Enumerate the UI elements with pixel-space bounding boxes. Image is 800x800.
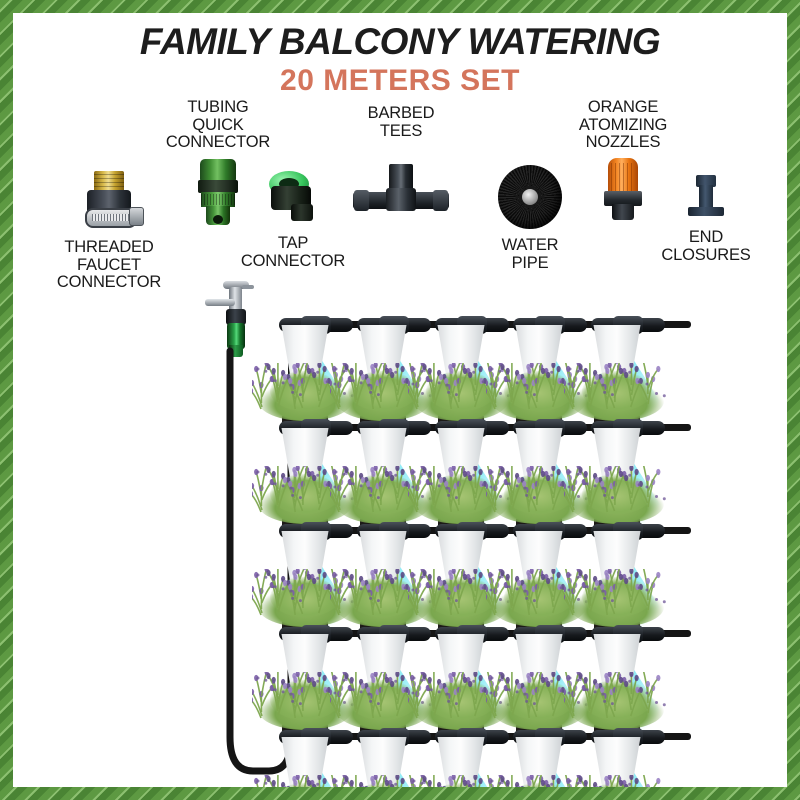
tubing-quick-connector-icon: [198, 158, 238, 225]
part-tubing-quick-connector: TUBING QUICK CONNECTOR: [143, 98, 293, 225]
lavender-plant: [564, 466, 670, 528]
end-closure-icon: [686, 175, 726, 221]
lavender-plant: [408, 672, 514, 734]
part-end-closures: END CLOSURES: [641, 175, 771, 264]
lavender-plant: [564, 363, 670, 425]
part-label-line: TUBING: [187, 98, 249, 116]
part-label-line: NOZZLES: [585, 133, 661, 151]
part-label-line: TAP: [277, 234, 309, 252]
lavender-plant: [330, 363, 436, 425]
part-label-line: THREADED: [64, 238, 154, 256]
plant-pot: [593, 325, 641, 377]
page-subtitle: 20 METERS SET: [280, 64, 520, 97]
plant-pot: [359, 531, 407, 583]
part-label-line: BARBED: [367, 104, 435, 122]
end-closure: [687, 725, 713, 747]
plant-pot: [437, 428, 485, 480]
part-label-line: CONNECTOR: [56, 273, 162, 291]
irrigation-diagram: [13, 281, 787, 787]
tap-connector-icon: [267, 171, 319, 227]
part-orange-atomizing-nozzles: ORANGE ATOMIZING NOZZLES: [548, 98, 698, 220]
lavender-plant: [486, 363, 592, 425]
part-threaded-faucet-connector: THREADED FAUCET CONNECTOR: [35, 171, 183, 292]
barbed-tee-icon: [353, 164, 449, 218]
end-closure: [687, 416, 713, 438]
plant-pot: [593, 634, 641, 686]
lavender-plant: [564, 672, 670, 734]
water-pipe-coil-icon: [498, 165, 562, 229]
lavender-plant: [330, 672, 436, 734]
poster-canvas: FAMILY BALCONY WATERING 20 METERS SET TH…: [13, 13, 787, 787]
part-label-line: ORANGE: [587, 98, 659, 116]
part-label-line: CLOSURES: [661, 245, 751, 264]
plant-pot: [281, 634, 329, 686]
part-label-line: FAUCET: [77, 255, 141, 274]
plant-pot: [281, 325, 329, 377]
part-label-line: CONNECTOR: [165, 133, 271, 151]
lavender-plant: [408, 775, 514, 787]
plant-pot: [281, 531, 329, 583]
plant-pot: [515, 531, 563, 583]
plant-pot: [515, 428, 563, 480]
end-closure: [687, 622, 713, 644]
part-label-line: END: [688, 228, 724, 246]
end-closure: [687, 519, 713, 541]
plant-pot: [281, 428, 329, 480]
plant-pot: [359, 634, 407, 686]
tap-connector-inline: [227, 323, 245, 349]
plant-pot: [593, 531, 641, 583]
plant-pot: [515, 634, 563, 686]
atomizing-nozzle-icon: [604, 157, 642, 220]
plant-pot: [437, 325, 485, 377]
plant-pot: [437, 634, 485, 686]
threaded-faucet-connector-icon: [77, 171, 144, 233]
part-label-line: QUICK: [192, 115, 244, 134]
threaded-faucet-connector-inline: [226, 309, 246, 325]
lavender-plant: [330, 775, 436, 787]
plant-pot: [359, 325, 407, 377]
plant-pot: [593, 428, 641, 480]
part-water-pipe: WATER PIPE: [465, 165, 595, 272]
part-label-line: CONNECTOR: [240, 251, 346, 270]
plant-pot: [515, 325, 563, 377]
part-label-line: TEES: [379, 121, 423, 140]
plant-pot: [359, 428, 407, 480]
part-label-line: WATER: [501, 236, 559, 254]
lavender-plant: [252, 775, 358, 787]
plant-pot: [437, 531, 485, 583]
part-label-line: PIPE: [511, 253, 549, 272]
part-label-line: ATOMIZING: [578, 115, 668, 134]
page-title: FAMILY BALCONY WATERING: [139, 21, 661, 62]
end-closure: [687, 313, 713, 335]
part-tap-connector: TAP CONNECTOR: [228, 171, 358, 270]
part-barbed-tees: BARBED TEES: [331, 104, 471, 218]
lavender-plant: [564, 569, 670, 631]
lavender-plant: [564, 775, 670, 787]
